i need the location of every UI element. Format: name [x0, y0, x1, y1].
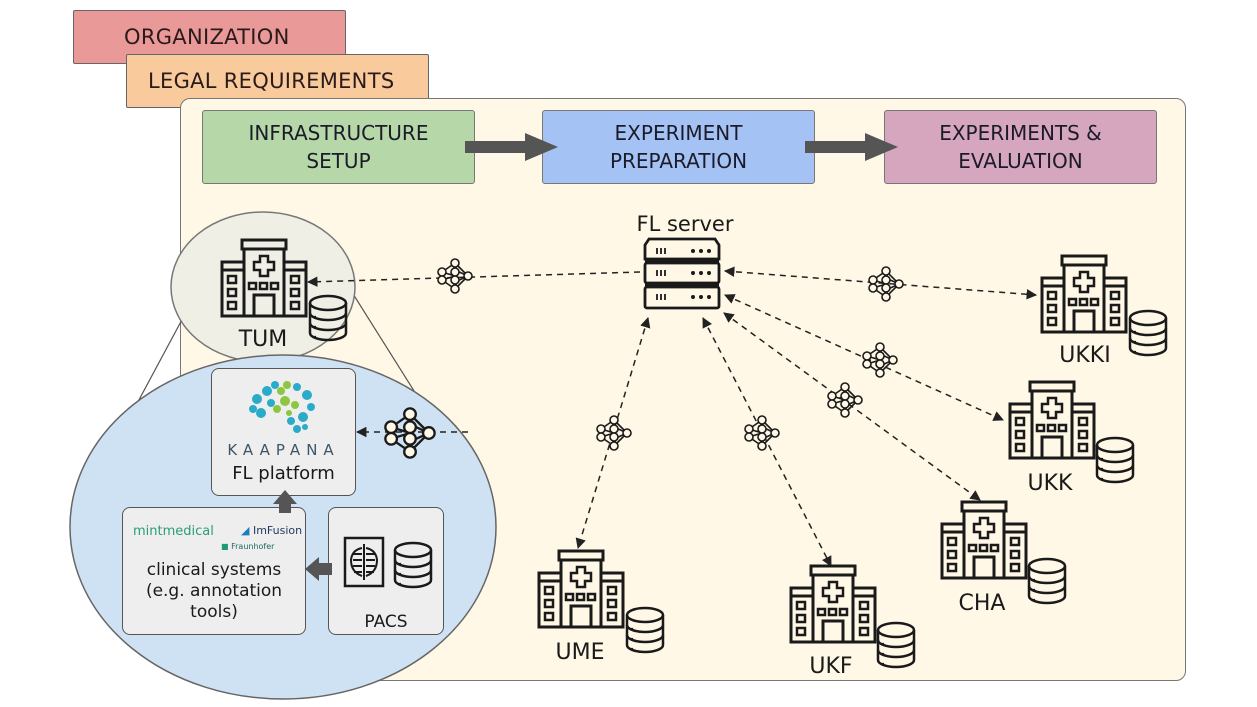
- legal-requirements-label: LEGAL REQUIREMENTS: [148, 69, 395, 93]
- mintmedical-logo: mintmedical: [133, 524, 214, 539]
- server-label: FL server: [637, 212, 734, 236]
- imfusion-logo: ◢ ImFusion: [241, 524, 303, 537]
- site-label-tum: TUM: [238, 327, 288, 352]
- pacs-box: PACS: [328, 507, 444, 635]
- database-icon: [1095, 436, 1135, 484]
- model-icon-ukki: [868, 266, 904, 302]
- site-cha: CHA: [940, 500, 1067, 616]
- database-icon: [1027, 557, 1067, 605]
- site-tum: TUM: [220, 238, 348, 352]
- site-label-ukk: UKK: [1028, 471, 1074, 496]
- fl-platform-box: KAAPANA FL platform: [211, 368, 356, 496]
- link-ukf: [702, 317, 832, 567]
- model-icon-tum: [437, 258, 473, 294]
- phase-experiments-evaluation: EXPERIMENTS & EVALUATION: [884, 110, 1157, 184]
- site-ukk: UKK: [1008, 380, 1135, 496]
- imfusion-label: ImFusion: [252, 524, 303, 537]
- model-icon-ukf: [744, 415, 780, 451]
- clinical-systems-label: clinical systems (e.g. annotation tools): [145, 560, 283, 622]
- link-tum: [306, 271, 641, 287]
- model-icon-ukk: [862, 342, 898, 378]
- fl-platform-label: FL platform: [232, 463, 335, 484]
- pacs-database-icon: [393, 541, 433, 589]
- site-ume: UME: [537, 549, 665, 665]
- site-ukf: UKF: [789, 564, 916, 679]
- pacs-label: PACS: [364, 612, 408, 632]
- server-rack-icon: [643, 237, 721, 310]
- database-icon: [625, 606, 665, 654]
- database-icon: [876, 621, 916, 669]
- phase-arrow-2: [805, 133, 898, 161]
- chest-xray-icon: [343, 536, 385, 588]
- site-label-ume: UME: [556, 640, 605, 665]
- fraunhofer-logo: ■ Fraunhofer: [221, 542, 275, 551]
- phase-experiment-preparation: EXPERIMENT PREPARATION: [542, 110, 815, 184]
- hospital-icon: [1040, 254, 1128, 334]
- organization-label: ORGANIZATION: [124, 25, 290, 49]
- model-icon-ume: [596, 415, 632, 451]
- hospital-icon: [1008, 380, 1096, 460]
- site-ukki: UKKI: [1040, 254, 1168, 368]
- site-label-cha: CHA: [959, 591, 1006, 616]
- hospital-icon: [537, 549, 625, 629]
- model-icon-cha: [827, 382, 863, 418]
- database-icon: [1128, 309, 1168, 357]
- kaapana-brand: KAAPANA: [227, 441, 340, 459]
- site-label-ukf: UKF: [809, 654, 852, 679]
- phase-infrastructure-setup: INFRASTRUCTURE SETUP: [202, 110, 475, 184]
- kaapana-brain-logo: [249, 381, 315, 433]
- link-ume: [575, 316, 651, 550]
- phase-arrow-1: [465, 133, 558, 161]
- clinical-systems-box: mintmedical ◢ ImFusion ■ Fraunhofer clin…: [122, 507, 306, 635]
- hospital-icon: [789, 564, 877, 644]
- site-label-ukki: UKKI: [1059, 343, 1110, 368]
- fraunhofer-label: Fraunhofer: [231, 542, 275, 551]
- hospital-icon: [940, 500, 1028, 580]
